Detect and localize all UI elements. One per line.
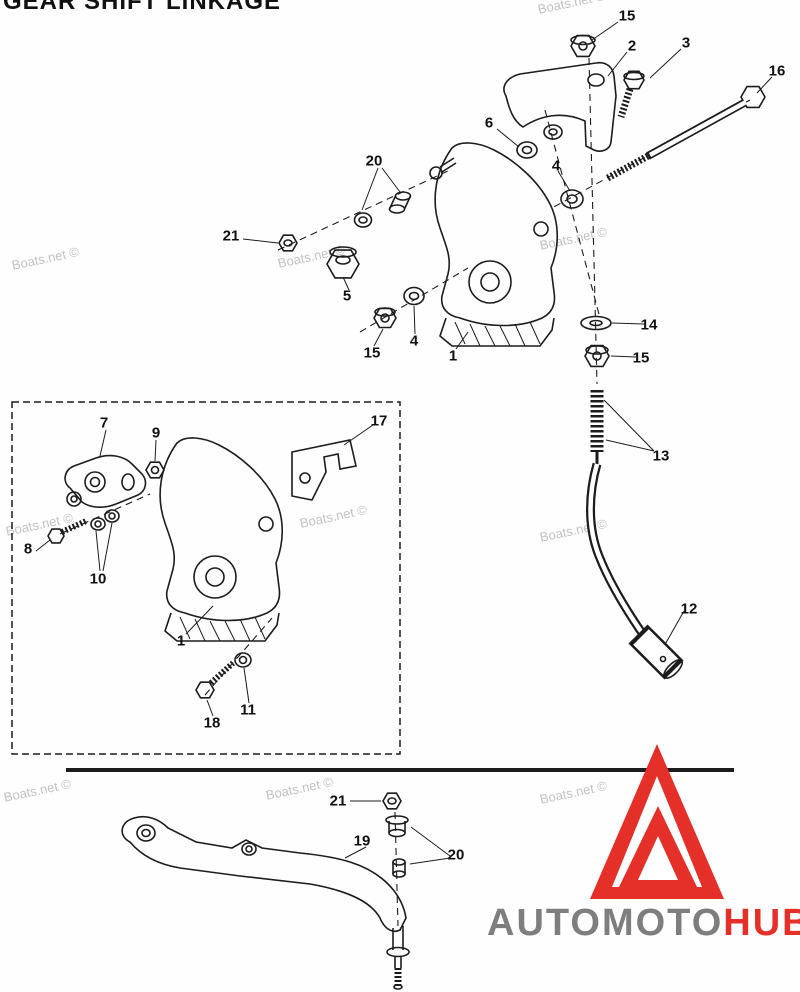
part-19-bracket bbox=[121, 815, 410, 990]
part-18-bolt bbox=[195, 660, 236, 699]
part-callout-4: 4 bbox=[409, 332, 419, 350]
page-title-clip: GEAR SHIFT LINKAGE bbox=[3, 0, 281, 14]
part-14-washer bbox=[580, 315, 612, 331]
part-4-washer-lower bbox=[403, 286, 425, 306]
part-callout-2: 2 bbox=[627, 37, 637, 55]
part-callout-18: 18 bbox=[203, 714, 221, 732]
page-title: GEAR SHIFT LINKAGE bbox=[3, 0, 282, 14]
automotohub-wordmark: AUTOMOTOHUB bbox=[487, 902, 800, 945]
parts-linework bbox=[11, 21, 773, 990]
main-assembly bbox=[278, 34, 766, 680]
part-callout-7: 7 bbox=[99, 414, 109, 432]
part-15-locknut-mid bbox=[373, 307, 397, 329]
part-4-washer-upper bbox=[560, 189, 584, 209]
part-12-shift-handle bbox=[586, 462, 684, 680]
part-callout-3: 3 bbox=[681, 34, 691, 52]
part-11-washer bbox=[234, 652, 252, 668]
part-callout-20: 20 bbox=[447, 846, 465, 864]
part-20-bushings-bottom bbox=[385, 815, 409, 878]
part-21-nut bbox=[278, 234, 298, 252]
part-17-plate bbox=[291, 439, 357, 501]
part-20-spacer-washer bbox=[353, 191, 412, 228]
part-callout-15: 15 bbox=[618, 7, 636, 25]
part-callout-15: 15 bbox=[363, 344, 381, 362]
wordmark-accent: HUB bbox=[723, 902, 800, 944]
part-callout-21: 21 bbox=[329, 792, 347, 810]
part-8-bolt bbox=[47, 518, 88, 544]
part-6-washer bbox=[516, 141, 538, 159]
wordmark-primary: AUTOMOTO bbox=[487, 902, 724, 944]
inset-assembly bbox=[47, 437, 357, 699]
part-callout-1: 1 bbox=[176, 632, 186, 650]
part-5-nut bbox=[326, 246, 360, 279]
part-callout-15: 15 bbox=[632, 349, 650, 367]
part-21-nut-bottom bbox=[382, 792, 402, 810]
part-15-locknut-right bbox=[584, 344, 610, 368]
part-7-clamp bbox=[64, 454, 147, 508]
part-15-locknut-top bbox=[570, 34, 596, 58]
part-9-nut bbox=[145, 461, 165, 479]
ball-stud bbox=[429, 157, 457, 180]
part-callout-16: 16 bbox=[768, 62, 786, 80]
part-callout-1: 1 bbox=[448, 347, 458, 365]
part-callout-4: 4 bbox=[551, 157, 561, 175]
part-callout-13: 13 bbox=[652, 447, 670, 465]
part-callout-14: 14 bbox=[640, 316, 658, 334]
part-1-bracket bbox=[434, 142, 558, 347]
part-3-bolt bbox=[617, 70, 645, 119]
part-callout-17: 17 bbox=[370, 412, 388, 430]
part-callout-19: 19 bbox=[353, 832, 371, 850]
part-callout-10: 10 bbox=[89, 570, 107, 588]
part-callout-21: 21 bbox=[222, 227, 240, 245]
part-callout-8: 8 bbox=[23, 540, 33, 558]
part-callout-11: 11 bbox=[240, 701, 256, 719]
part-callout-9: 9 bbox=[151, 424, 161, 442]
leader-lines bbox=[35, 21, 773, 865]
inset-dashed-border bbox=[11, 401, 401, 755]
part-callout-20: 20 bbox=[365, 152, 383, 170]
part-callout-12: 12 bbox=[680, 600, 698, 618]
part-16-long-bolt bbox=[604, 85, 766, 183]
part-callout-6: 6 bbox=[484, 114, 494, 132]
part-2-bracket bbox=[503, 61, 617, 152]
part-10-washers bbox=[90, 509, 120, 531]
logo-triangle-inner-cutout bbox=[638, 836, 678, 880]
bottom-assembly bbox=[121, 792, 410, 990]
part-callout-5: 5 bbox=[342, 287, 352, 305]
automotohub-logo-mark bbox=[590, 744, 724, 899]
